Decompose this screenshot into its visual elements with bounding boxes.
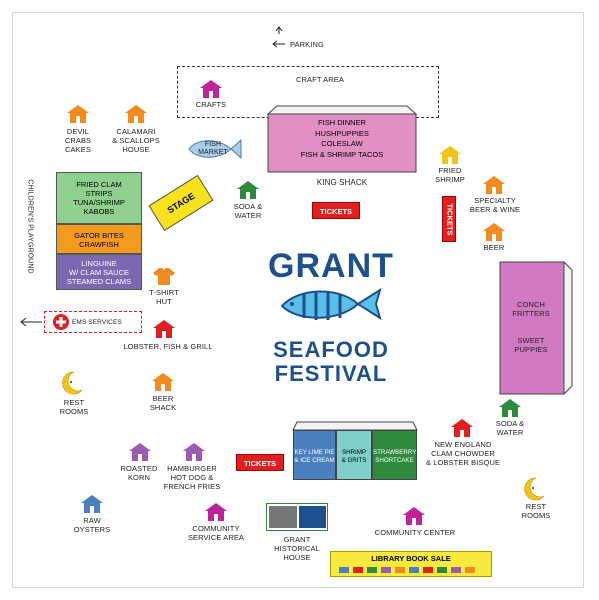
calamari-label: CALAMARI & SCALLOPS HOUSE xyxy=(112,127,160,154)
dessert-shrimp-grits-label: SHRIMP & GRITS xyxy=(341,449,367,464)
fried-shrimp-house-icon xyxy=(438,145,462,165)
left-stack-fried-clam: FRIED CLAM STRIPS TUNA/SHRIMP KABOBS xyxy=(56,172,142,224)
crafts-house-icon xyxy=(199,79,223,99)
logo-seafood: SEAFOOD xyxy=(273,337,389,362)
ems-cross-icon xyxy=(53,314,69,330)
library-book-sale-label: LIBRARY BOOK SALE xyxy=(371,554,451,563)
rest-rooms-right-label: REST ROOMS xyxy=(521,502,551,520)
rest-rooms-left-moon-icon xyxy=(62,371,83,395)
beer-shack-house-icon xyxy=(151,372,175,392)
king-shack-label: KING SHACK xyxy=(316,178,368,187)
conch-fritters-label: CONCH FRITTERS xyxy=(512,300,550,318)
devil-crabs-label: DEVIL CRABS CAKES xyxy=(64,127,92,154)
roasted-korn-house-icon xyxy=(128,442,152,462)
left-stack-gator-bites-label: GATOR BITES CRAWFISH xyxy=(74,231,124,249)
soda-water-top-house-icon xyxy=(236,180,260,200)
tickets-right-label: TICKETS xyxy=(445,203,455,236)
logo-festival: FESTIVAL xyxy=(274,361,388,386)
dessert-strawberry: STRAWBERRY SHORTCAKE xyxy=(372,430,417,480)
fish-market-icon xyxy=(188,138,242,160)
soda-water-right-label: SODA & WATER xyxy=(495,419,525,437)
ems-services-area xyxy=(44,311,142,333)
community-center-label: COMMUNITY CENTER xyxy=(374,528,456,537)
community-service-label: COMMUNITY SERVICE AREA xyxy=(187,524,245,542)
dessert-key-lime-label: KEY LIME PIE & ICE CREAM xyxy=(294,449,335,464)
calamari-house-icon xyxy=(124,104,148,124)
raw-oysters-house-icon xyxy=(80,494,104,514)
fried-shrimp-label: FRIED SHRIMP xyxy=(435,166,465,184)
tickets-bottom: TICKETS xyxy=(236,454,284,471)
rest-rooms-left-label: REST ROOMS xyxy=(59,398,89,416)
left-stack-gator-bites: GATOR BITES CRAWFISH xyxy=(56,224,142,254)
parking-arrow-icon xyxy=(272,26,285,48)
roasted-korn-label: ROASTED KORN xyxy=(120,464,158,482)
ems-arrow-icon xyxy=(20,317,42,327)
books-row-icon xyxy=(339,567,475,573)
new-england-label: NEW ENGLAND CLAM CHOWDER & LOBSTER BISQU… xyxy=(425,440,501,467)
rest-rooms-right-moon-icon xyxy=(524,477,545,501)
crafts-label: CRAFTS xyxy=(195,100,227,109)
new-england-house-icon xyxy=(450,418,474,438)
community-center-house-icon xyxy=(402,506,426,526)
tshirt-icon xyxy=(153,268,175,285)
dessert-row-building xyxy=(292,421,418,431)
hamburger-label: HAMBURGER HOT DOG & FRENCH FRIES xyxy=(163,464,221,491)
beer-label: BEER xyxy=(483,243,505,252)
dessert-strawberry-label: STRAWBERRY SHORTCAKE xyxy=(373,449,417,464)
soda-water-top-label: SODA & WATER xyxy=(233,202,263,220)
library-book-sale: LIBRARY BOOK SALE xyxy=(330,551,492,577)
grant-historical-label: GRANT HISTORICAL HOUSE xyxy=(274,535,320,562)
lobster-fish-label: LOBSTER, FISH & GRILL xyxy=(123,342,213,351)
sweet-puppies-label: SWEET PUPPIES xyxy=(514,336,548,354)
parking-label: PARKING xyxy=(290,40,324,49)
childrens-playground-label: CHILDREN'S PLAYGROUND xyxy=(26,179,34,274)
grant-historical-house-sign xyxy=(266,503,328,531)
tickets-top: TICKETS xyxy=(312,202,360,219)
beer-shack-label: BEER SHACK xyxy=(149,394,177,412)
ems-services-label: EMS SERVICES xyxy=(72,319,122,326)
left-stack-linguine-label: LINGUINE W/ CLAM SAUCE STEAMED CLAMS xyxy=(66,259,132,286)
king-shack-menu: FISH DINNER HUSHPUPPIES COLESLAW FISH & … xyxy=(300,118,384,159)
specialty-beer-house-icon xyxy=(482,175,506,195)
king-shack-building xyxy=(266,105,418,173)
specialty-beer-label: SPECIALTY BEER & WINE xyxy=(469,196,521,214)
historical-badge xyxy=(299,506,326,528)
hamburger-house-icon xyxy=(182,442,206,462)
historical-photo xyxy=(269,506,297,528)
raw-oysters-label: RAW OYSTERS xyxy=(73,516,111,534)
tshirt-hut-label: T-SHIRT HUT xyxy=(149,288,179,306)
fish-market-label: FISH MARKET xyxy=(198,141,228,156)
soda-water-right-house-icon xyxy=(498,398,522,418)
logo-grant: GRANT xyxy=(268,247,394,285)
left-stack-linguine: LINGUINE W/ CLAM SAUCE STEAMED CLAMS xyxy=(56,254,142,290)
beer-house-icon xyxy=(482,222,506,242)
left-stack-fried-clam-label: FRIED CLAM STRIPS TUNA/SHRIMP KABOBS xyxy=(73,180,125,216)
dessert-key-lime: KEY LIME PIE & ICE CREAM xyxy=(293,430,336,480)
map-frame xyxy=(12,12,584,588)
devil-crabs-house-icon xyxy=(66,104,90,124)
conch-building xyxy=(499,260,573,396)
craft-area-label: CRAFT AREA xyxy=(296,75,344,84)
community-service-house-icon xyxy=(204,502,228,522)
lobster-fish-house-icon xyxy=(152,319,176,339)
dessert-shrimp-grits: SHRIMP & GRITS xyxy=(336,430,372,480)
tickets-right: TICKETS xyxy=(442,196,456,242)
logo-fish-icon xyxy=(280,287,382,321)
